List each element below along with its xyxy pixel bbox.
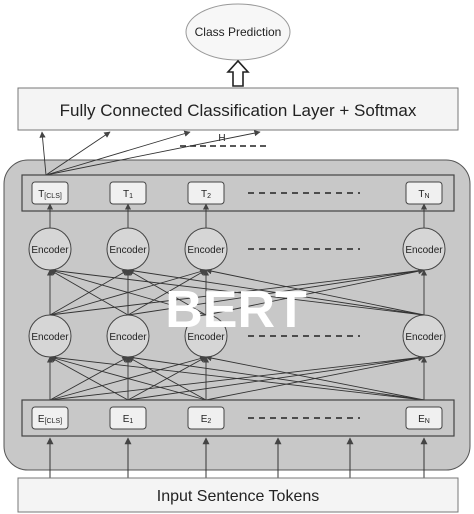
- hidden-label: H: [218, 133, 225, 144]
- input-token-label-1: E1: [123, 414, 134, 425]
- input-token-box-0: [31, 406, 69, 430]
- edge-in-3-2: [205, 355, 425, 401]
- input-token-box-2: [187, 406, 225, 430]
- encoder-node-1-3: [402, 314, 446, 358]
- bert-title: BERT: [165, 281, 307, 339]
- encoder-label-0-3: Encoder: [405, 245, 443, 256]
- encoder-node-0-3: [402, 227, 446, 271]
- input-arrows: [46, 437, 428, 478]
- fc-edge-0: [39, 131, 47, 176]
- encoder-node-1-1: [106, 314, 150, 358]
- encoder-label-1-2: Encoder: [187, 332, 225, 343]
- output-token-label-0: T[CLS]: [38, 189, 62, 200]
- edge-mid-2-0: [49, 268, 207, 316]
- output-token-label-2: T2: [201, 189, 211, 200]
- fc-edge-1: [45, 131, 111, 176]
- encoder-node-1-2: [184, 314, 228, 358]
- output-row: [21, 174, 455, 212]
- input-token-box-1: [109, 406, 147, 430]
- edge-in-2-1: [127, 356, 207, 401]
- encoder-connections: [46, 203, 428, 401]
- encoder-label-0-1: Encoder: [109, 245, 147, 256]
- encoder-label-0-0: Encoder: [31, 245, 69, 256]
- fc-edge-2: [45, 130, 191, 176]
- up-arrow-icon: [226, 59, 250, 87]
- encoder-label-1-3: Encoder: [405, 332, 443, 343]
- edge-in-1-0: [49, 356, 129, 401]
- input-token-box-3: [405, 406, 443, 430]
- encoder-label-1-0: Encoder: [31, 332, 69, 343]
- input-row: [21, 399, 455, 437]
- fc-edge-3: [45, 130, 261, 176]
- fc-arrows: [39, 130, 261, 176]
- input-token-label-0: E[CLS]: [38, 414, 62, 425]
- input-tokens-box: [17, 477, 459, 513]
- edge-mid-3-2: [205, 268, 425, 316]
- class-prediction-label: Class Prediction: [195, 25, 282, 39]
- edge-in-2-0: [49, 355, 207, 401]
- edge-in-3-1: [127, 354, 425, 401]
- encoder-label-0-2: Encoder: [187, 245, 225, 256]
- edge-mid-3-1: [127, 267, 425, 316]
- encoder-label-1-1: Encoder: [109, 332, 147, 343]
- edge-mid-3-0: [49, 267, 425, 316]
- input-token-label-2: E2: [201, 414, 212, 425]
- encoder-node-1-0: [28, 314, 72, 358]
- edge-mid-1-0: [49, 269, 129, 316]
- fc-layer-box: [17, 87, 459, 131]
- encoder-node-0-2: [184, 227, 228, 271]
- encoder-node-0-0: [28, 227, 72, 271]
- edge-mid-2-1: [127, 269, 207, 316]
- output-token-label-1: T1: [123, 189, 133, 200]
- fc-layer-label: Fully Connected Classification Layer + S…: [60, 101, 417, 120]
- input-token-label-3: EN: [418, 414, 430, 425]
- output-token-label-3: TN: [418, 189, 429, 200]
- encoder-node-0-1: [106, 227, 150, 271]
- edge-in-3-0: [49, 354, 425, 401]
- input-tokens-label: Input Sentence Tokens: [157, 488, 320, 505]
